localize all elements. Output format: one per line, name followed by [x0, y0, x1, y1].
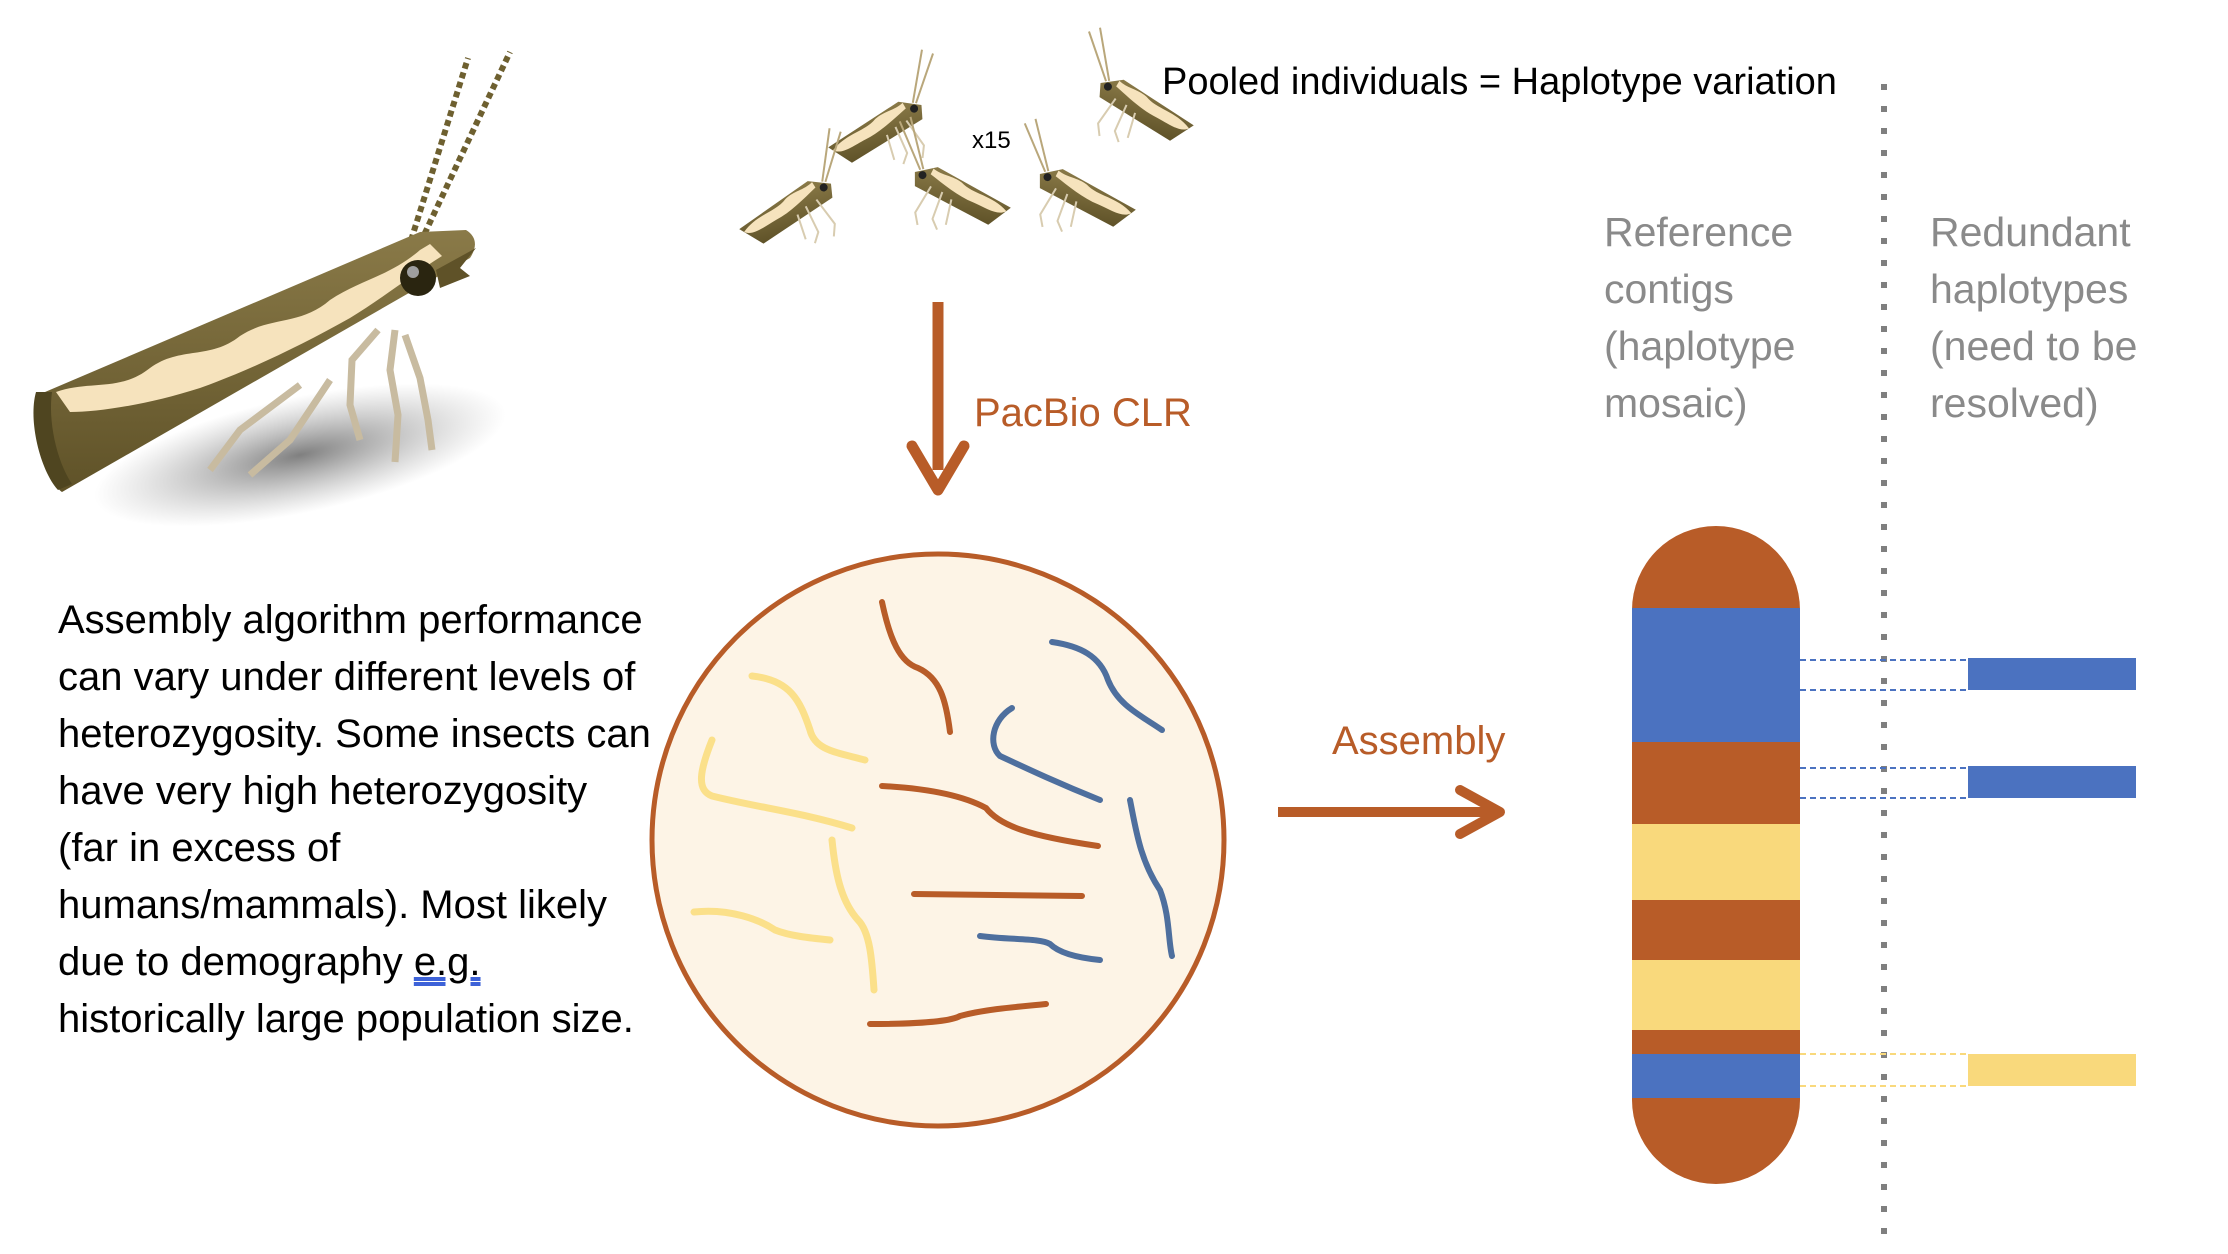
down-arrow-icon	[906, 302, 970, 496]
moth-small-icon	[719, 24, 1211, 262]
redundant-haplotype-bar	[1968, 658, 2136, 690]
moth-large-icon	[33, 50, 513, 527]
reads-circle-icon	[649, 551, 1227, 1129]
reference-contigs-label: Reference contigs (haplotype mosaic)	[1604, 209, 1796, 426]
pooled-title: Pooled individuals = Haplotype variation	[1162, 61, 1837, 103]
redundant-haplotype-bar	[1968, 766, 2136, 798]
sequencing-label: PacBio CLR	[974, 391, 1192, 435]
description-before: Assembly algorithm performance can vary …	[58, 598, 651, 984]
assembly-label: Assembly	[1332, 719, 1505, 763]
count-label: x15	[972, 127, 1011, 154]
description-eg: e.g.	[413, 940, 481, 984]
contig-chromosome-icon	[1632, 526, 1800, 1184]
redundant-haplotype-bar	[1968, 1054, 2136, 1086]
redundant-haplotypes-label: Redundant haplotypes (need to be resolve…	[1930, 209, 2138, 426]
right-arrow-icon	[1278, 785, 1505, 839]
description-text: Assembly algorithm performance can vary …	[58, 592, 658, 1048]
description-after: historically large population size.	[58, 997, 634, 1041]
haplotype-connectors	[1800, 659, 1968, 1087]
